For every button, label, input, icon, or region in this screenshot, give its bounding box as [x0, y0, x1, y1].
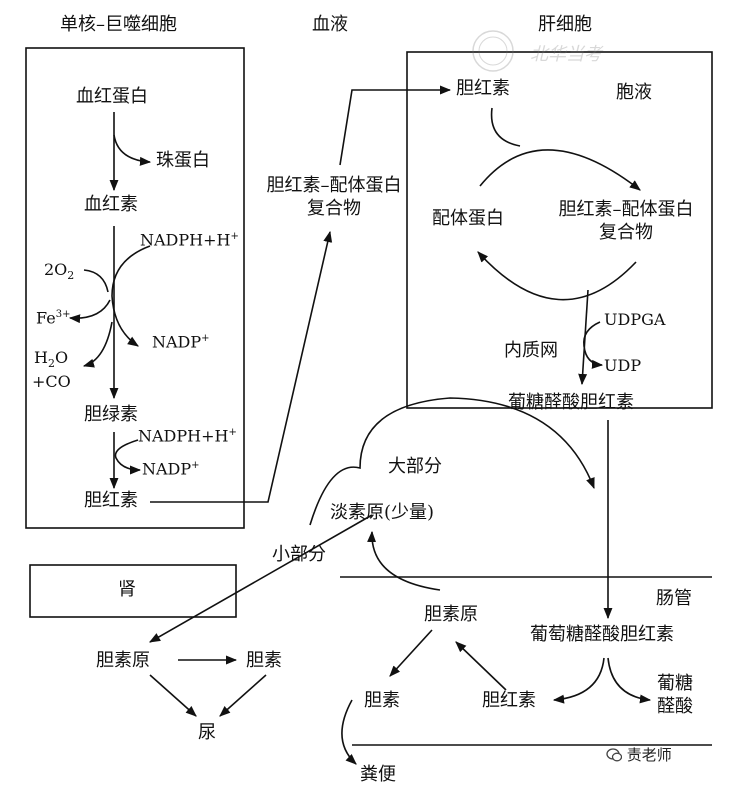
nadph-label-2: NADPH+H+ [138, 426, 237, 446]
er-label: 内质网 [504, 340, 558, 361]
arrow-fe [68, 299, 111, 324]
blood-complex-label: 胆红素–配体蛋白复合物 [266, 175, 402, 220]
glucuronide-label-intestine: 葡萄糖醛酸胆红素 [530, 624, 674, 645]
macrophage-box [25, 47, 245, 529]
watermark-text: 北华当考 [530, 44, 602, 65]
arrow-uro-urine [149, 674, 197, 717]
arrow-h2o [82, 321, 113, 368]
arrow-cycle-return [367, 530, 441, 591]
chat-bubble-icon [606, 748, 623, 762]
arrow-cycle-major [309, 397, 595, 526]
bilirubin-label-intestine: 胆红素 [482, 690, 536, 711]
arrow-udpga [583, 321, 604, 369]
bilin-label-intestine: 胆素 [364, 690, 400, 711]
bilirubin-label-macrophage: 胆红素 [84, 490, 138, 511]
arrow-bilirubin-cycle [490, 107, 521, 147]
co-label: +CO [32, 372, 71, 391]
arrow-bilin-feces [341, 699, 357, 765]
arrow-to-kidney [149, 514, 373, 643]
nadp-label-1: NADP+ [152, 332, 210, 352]
feces-label: 粪便 [360, 764, 396, 785]
urobilinogen-small-label: 淡素原(少量) [330, 502, 435, 523]
urine-label: 尿 [198, 722, 216, 743]
bilin-label-kidney: 胆素 [246, 650, 282, 671]
ligandin-label: 配体蛋白 [432, 208, 504, 229]
kidney-title: 肾 [118, 579, 136, 600]
hemoglobin-label: 血红蛋白 [76, 86, 148, 107]
glucuronic-acid-label: 葡糖醛酸 [657, 673, 693, 718]
arrow-nadph2 [114, 439, 142, 475]
globin-label: 珠蛋白 [156, 150, 210, 171]
liver-box [406, 51, 713, 409]
watermark-seal-icon [472, 30, 514, 72]
major-portion-label: 大部分 [388, 456, 442, 477]
fe-label: Fe3+ [36, 308, 71, 328]
liver-title: 肝细胞 [538, 14, 592, 35]
udp-label: UDP [604, 356, 642, 375]
watermark: 北华当考 [470, 28, 700, 74]
arrow-cycle-top [479, 149, 641, 191]
arrow-split-bilirubin [552, 657, 605, 704]
intestine-title: 肠管 [656, 588, 692, 609]
nadph-label-1: NADPH+H+ [140, 230, 239, 250]
udpga-label: UDPGA [604, 310, 666, 329]
urobilinogen-label-kidney: 胆素原 [96, 650, 150, 671]
arrow-cycle-bottom [477, 251, 637, 301]
glucuronide-label-liver: 葡糖醛酸胆红素 [508, 392, 634, 413]
brand-text: 责老师 [626, 746, 672, 764]
biliverdin-label: 胆绿素 [84, 404, 138, 425]
minor-portion-label: 小部分 [272, 544, 326, 565]
liver-complex-label: 胆红素–配体蛋白复合物 [558, 199, 694, 244]
bilirubin-label-liver: 胆红素 [456, 78, 510, 99]
arrow-split-glucuronic [607, 657, 652, 704]
arrow-o2 [83, 269, 109, 293]
arrow-bilin-urine [219, 674, 267, 717]
arrow-urobilinogen-bilin [389, 629, 433, 677]
urobilinogen-label-intestine: 胆素原 [424, 604, 478, 625]
o2-label: 2O2 [44, 260, 75, 283]
heme-label: 血红素 [84, 194, 138, 215]
kidney-box [29, 564, 237, 618]
arrow-bilirubin-urobilinogen [455, 641, 507, 691]
nadp-label-2: NADP+ [142, 459, 200, 479]
macrophage-title: 单核–巨噬细胞 [60, 14, 177, 35]
cytosol-title: 胞液 [616, 82, 652, 103]
blood-title: 血液 [312, 14, 348, 35]
arrow-nadph1 [111, 245, 151, 347]
arrow-globin [113, 134, 152, 166]
brand-badge: 责老师 [606, 744, 672, 765]
h2o-label: H2O [34, 348, 69, 371]
arrow-bilirubin-blood [150, 230, 333, 503]
arrow-blood-liver [339, 85, 452, 166]
